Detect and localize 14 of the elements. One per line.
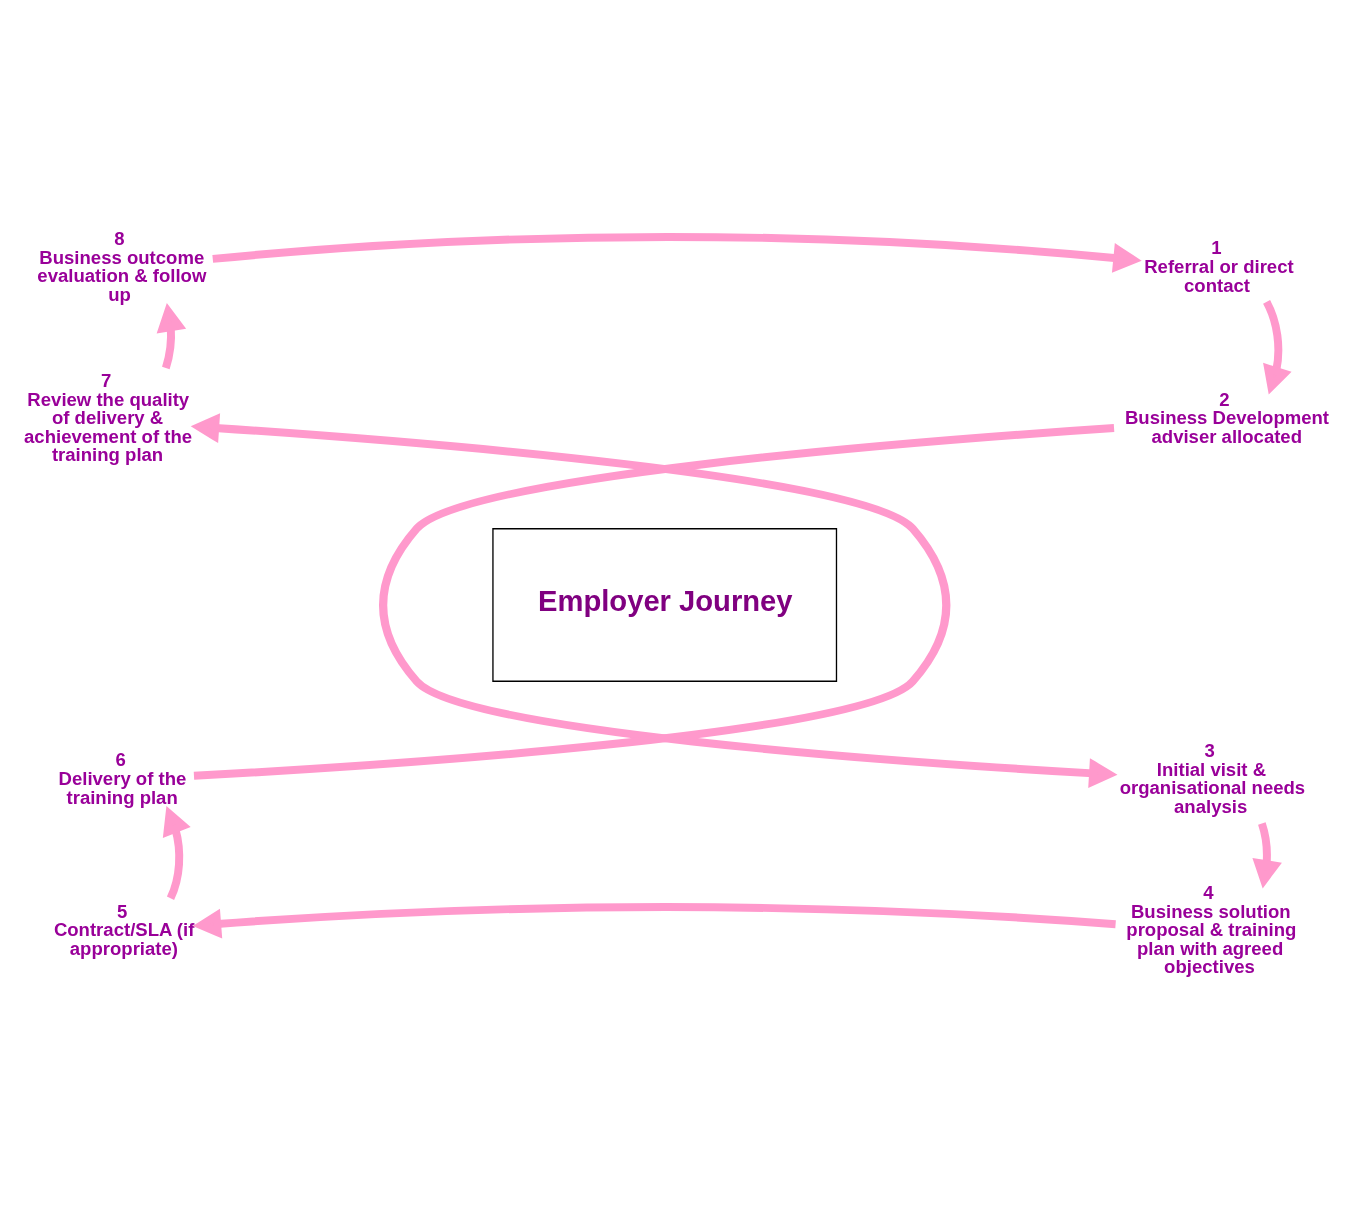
arrow	[190, 412, 951, 780]
arrow	[1263, 299, 1292, 394]
node-box: Employer Journey	[492, 527, 838, 682]
node-text: 1 Referral or direct contact	[1144, 236, 1294, 296]
node-text: 8 Business outcome evaluation & follow up	[37, 227, 207, 305]
arrow	[162, 805, 191, 900]
node-text: 3 Initial visit & organisational needs analysis	[1119, 739, 1306, 817]
node-text: 7 Review the quality of delivery & achievement of the training plan	[24, 369, 193, 465]
node-text: 4 Business solution proposal & training plan with agreed objectives	[1126, 881, 1297, 977]
arrow	[379, 423, 1118, 788]
node-text: 2 Business Development adviser allocated	[1124, 388, 1330, 447]
arrow	[1252, 821, 1282, 888]
node-text: 5 Contract/SLA (if appropriate)	[53, 900, 195, 959]
node-text: 6 Delivery of the training plan	[58, 748, 187, 808]
